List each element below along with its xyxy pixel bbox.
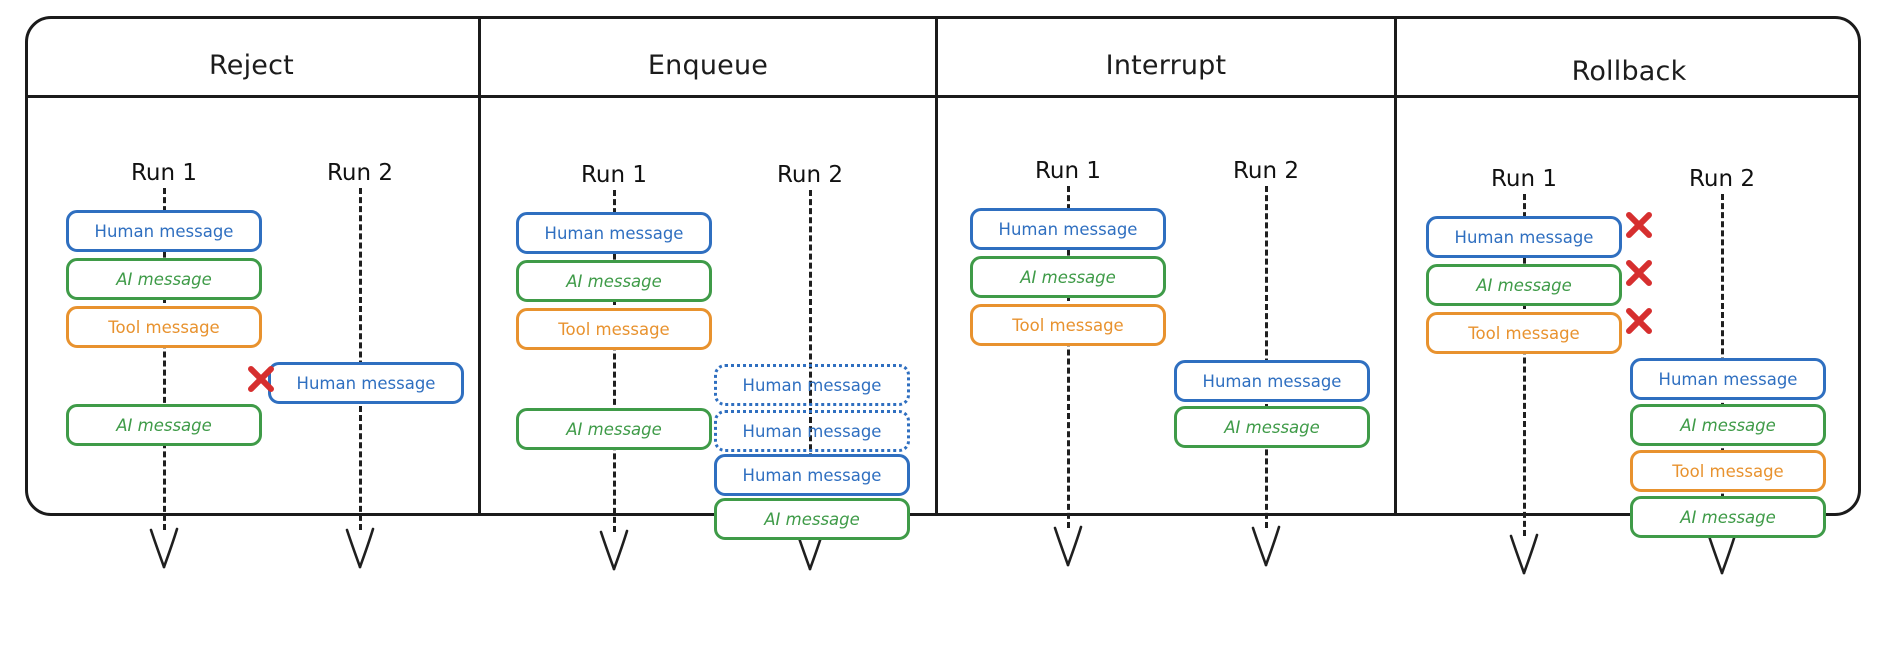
- lifeline-enqueue-run-1: [613, 190, 616, 532]
- panel-title-rollback: Rollback: [1571, 56, 1687, 87]
- panel-title-enqueue: Enqueue: [647, 50, 769, 81]
- run-label-enqueue-run-2: Run 2: [776, 162, 844, 188]
- run-label-interrupt-run-2: Run 2: [1232, 158, 1300, 184]
- message-box-human[interactable]: Human message: [268, 362, 464, 404]
- message-box-human[interactable]: Human message: [714, 410, 910, 452]
- lifeline-arrowhead: [599, 529, 629, 571]
- run-label-enqueue-run-1: Run 1: [580, 162, 648, 188]
- message-box-tool[interactable]: Tool message: [1426, 312, 1622, 354]
- lifeline-arrowhead: [1707, 533, 1737, 575]
- message-box-tool[interactable]: Tool message: [970, 304, 1166, 346]
- message-box-tool[interactable]: Tool message: [1630, 450, 1826, 492]
- message-box-ai[interactable]: AI message: [66, 404, 262, 446]
- header-divider-line: [25, 95, 1861, 98]
- column-divider-2: [935, 18, 938, 514]
- message-box-ai[interactable]: AI message: [1630, 496, 1826, 538]
- column-divider-3: [1394, 18, 1397, 514]
- message-box-human[interactable]: Human message: [970, 208, 1166, 250]
- message-box-ai[interactable]: AI message: [516, 260, 712, 302]
- message-box-ai[interactable]: AI message: [714, 498, 910, 540]
- column-divider-1: [478, 18, 481, 514]
- message-box-ai[interactable]: AI message: [66, 258, 262, 300]
- message-box-human[interactable]: Human message: [714, 454, 910, 496]
- message-box-ai[interactable]: AI message: [1630, 404, 1826, 446]
- message-box-ai[interactable]: AI message: [1426, 264, 1622, 306]
- message-box-tool[interactable]: Tool message: [516, 308, 712, 350]
- panel-title-interrupt: Interrupt: [1105, 50, 1227, 81]
- message-box-human[interactable]: Human message: [1426, 216, 1622, 258]
- message-box-ai[interactable]: AI message: [970, 256, 1166, 298]
- run-label-rollback-run-2: Run 2: [1688, 166, 1756, 192]
- message-box-tool[interactable]: Tool message: [66, 306, 262, 348]
- lifeline-arrowhead: [1053, 525, 1083, 567]
- lifeline-arrowhead: [149, 527, 179, 569]
- run-label-interrupt-run-1: Run 1: [1034, 158, 1102, 184]
- message-box-ai[interactable]: AI message: [1174, 406, 1370, 448]
- lifeline-arrowhead: [1509, 533, 1539, 575]
- lifeline-interrupt-run-1: [1067, 186, 1070, 528]
- lifeline-arrowhead: [1251, 525, 1281, 567]
- panel-title-reject: Reject: [209, 50, 294, 81]
- lifeline-enqueue-run-2: [809, 190, 812, 532]
- lifeline-reject-run-1: [163, 188, 166, 530]
- reject-x-icon: [248, 366, 274, 392]
- lifeline-reject-run-2: [359, 188, 362, 530]
- lifeline-rollback-run-1: [1523, 194, 1526, 536]
- message-box-human[interactable]: Human message: [714, 364, 910, 406]
- message-box-human[interactable]: Human message: [1630, 358, 1826, 400]
- reject-x-icon: [1626, 260, 1652, 286]
- message-box-human[interactable]: Human message: [66, 210, 262, 252]
- run-label-rollback-run-1: Run 1: [1490, 166, 1558, 192]
- reject-x-icon: [1626, 308, 1652, 334]
- message-box-ai[interactable]: AI message: [516, 408, 712, 450]
- reject-x-icon: [1626, 212, 1652, 238]
- run-label-reject-run-1: Run 1: [130, 160, 198, 186]
- message-box-human[interactable]: Human message: [516, 212, 712, 254]
- message-box-human[interactable]: Human message: [1174, 360, 1370, 402]
- lifeline-interrupt-run-2: [1265, 186, 1268, 528]
- lifeline-arrowhead: [345, 527, 375, 569]
- run-label-reject-run-2: Run 2: [326, 160, 394, 186]
